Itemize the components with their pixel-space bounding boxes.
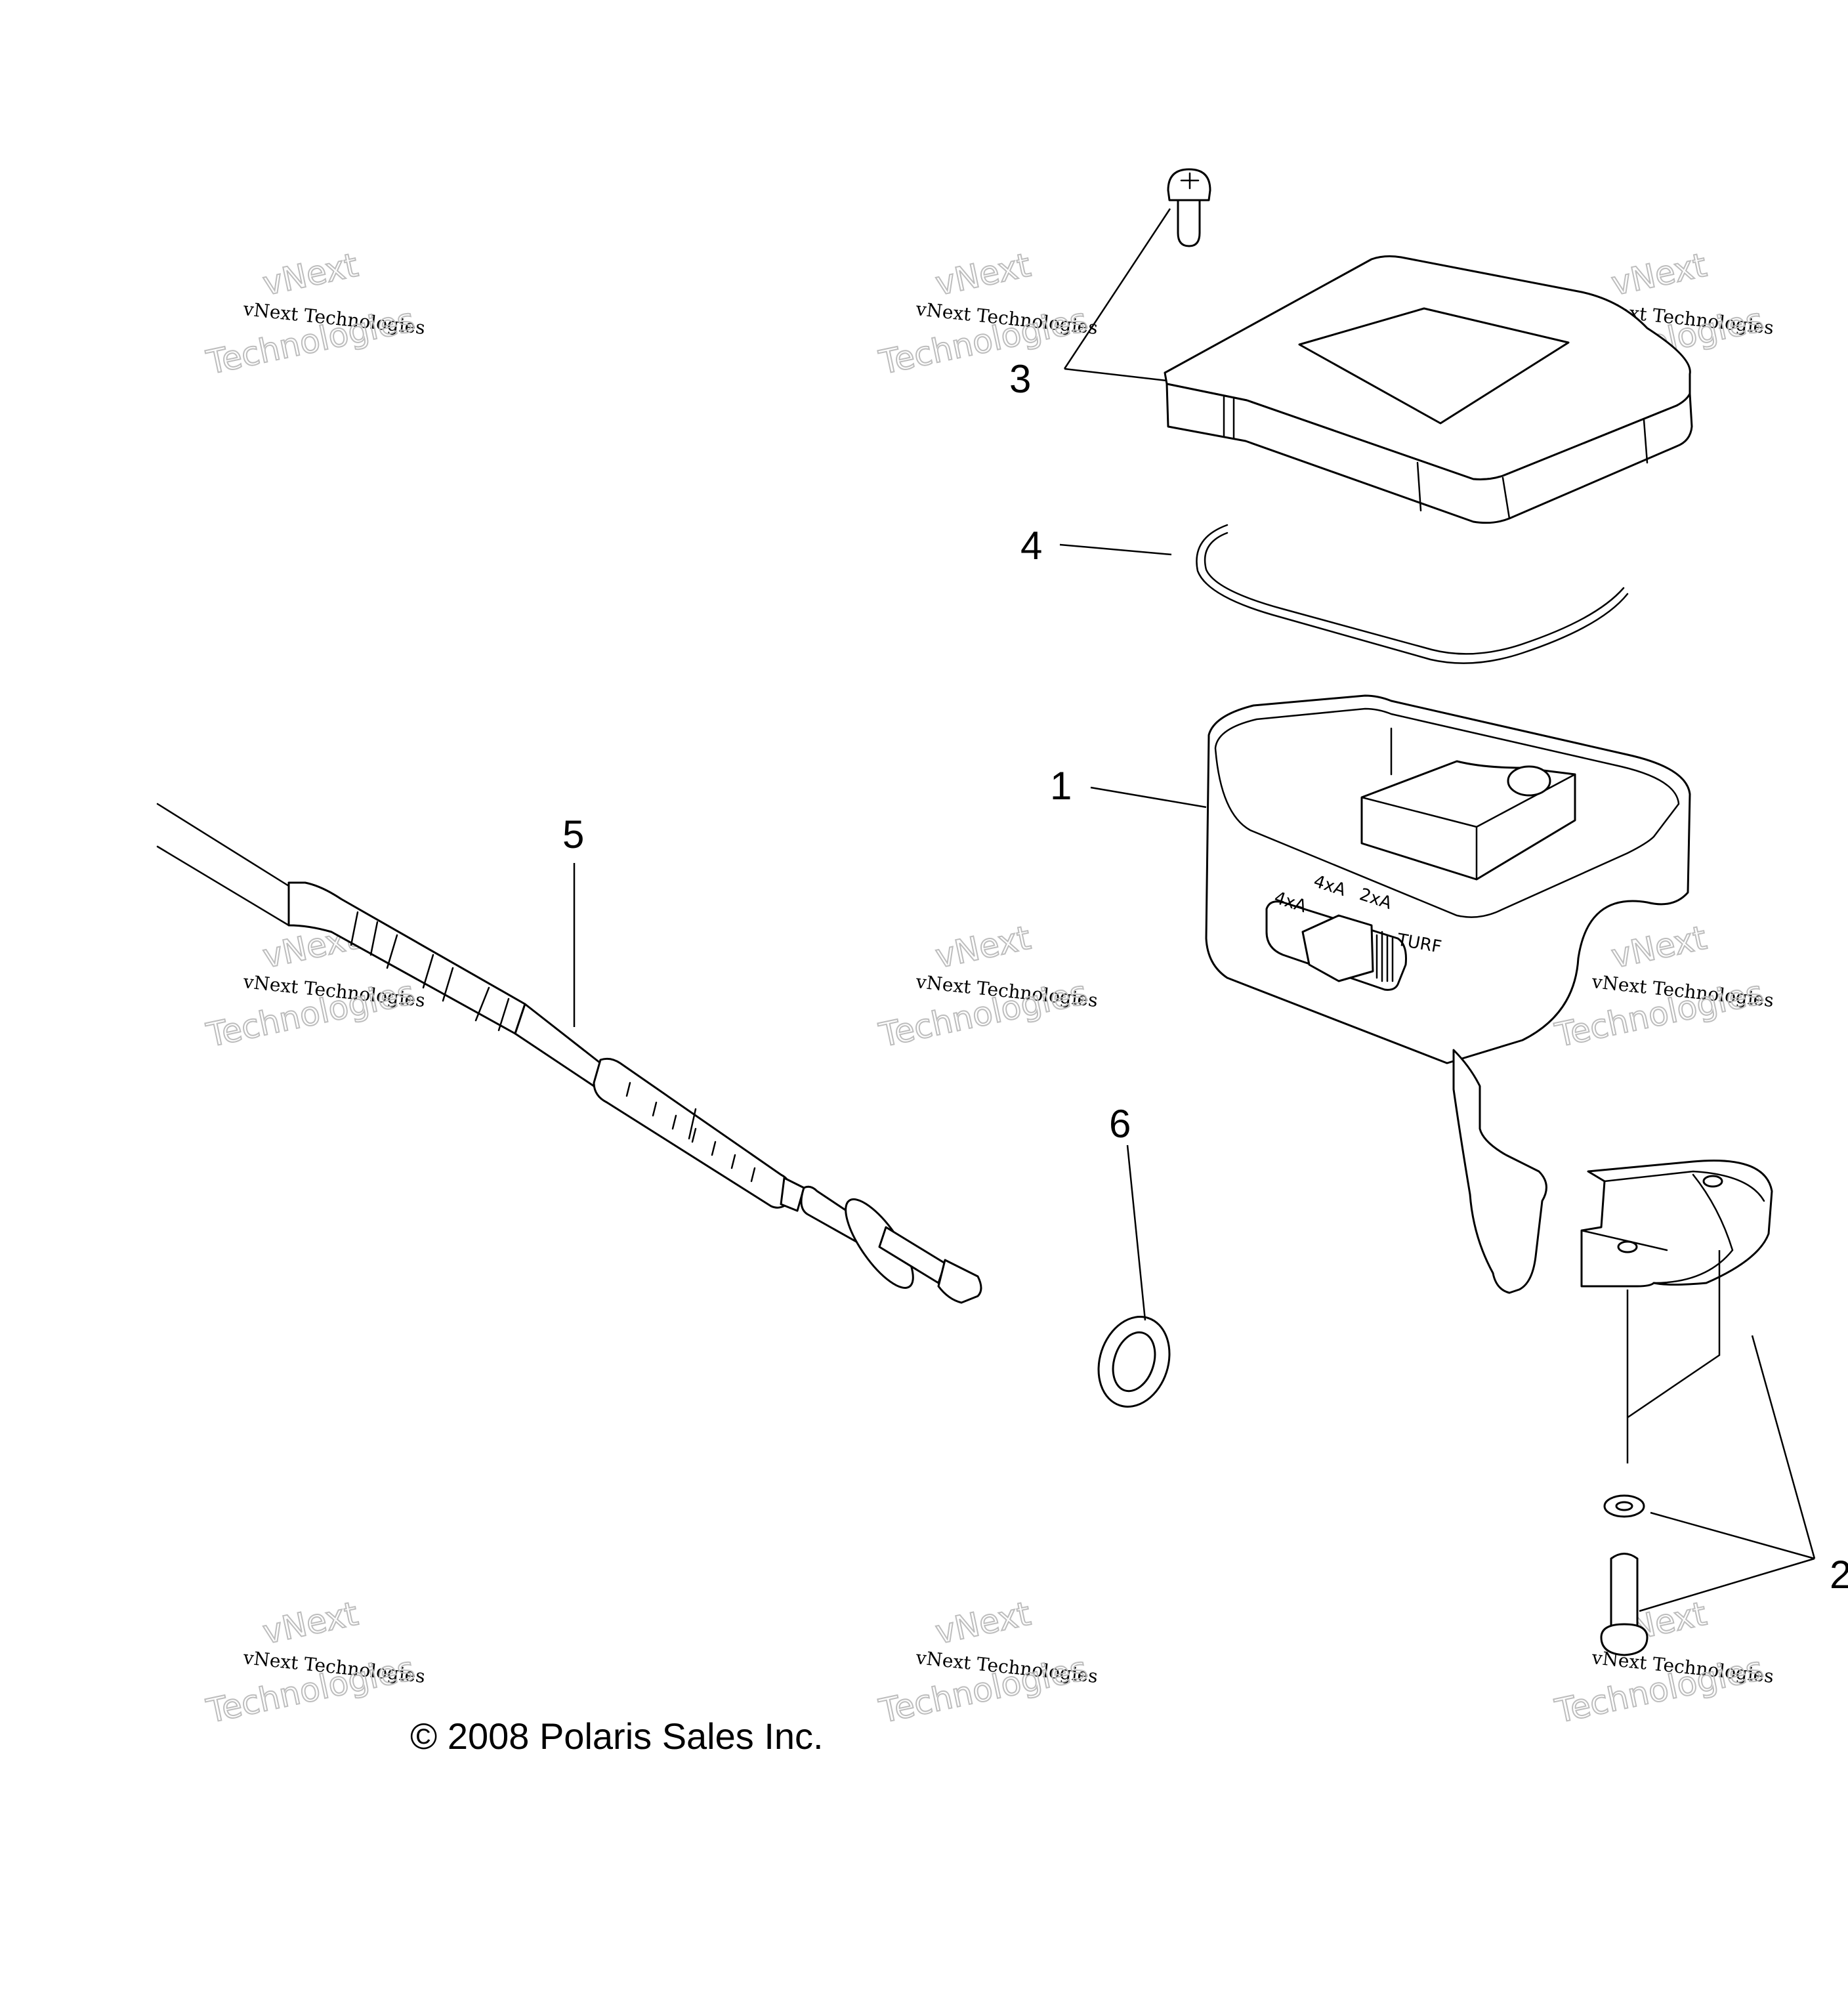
leader-lines [1059, 208, 1207, 808]
watermark: vNext vNext Technologies Technologies [875, 918, 1099, 1055]
callout-5: 5 [562, 812, 584, 856]
watermark-big-1: vNext [259, 246, 361, 303]
watermark-big-1: vNext [1608, 919, 1710, 976]
part-1-switch-housing: 4xA 4xA 2xA TURF [1205, 694, 1691, 1294]
part-6-washer [1097, 1144, 1171, 1408]
watermark: vNext vNext Technologies Technologies [1551, 1594, 1774, 1731]
part-4-seal [1196, 524, 1629, 664]
watermark: vNext vNext Technologies Technologies [202, 1594, 426, 1731]
watermark: vNext vNext Technologies Technologies [1551, 918, 1774, 1055]
callout-4: 4 [1020, 524, 1042, 568]
part-5-cable [156, 803, 982, 1304]
watermark-big-1: vNext [932, 919, 1034, 976]
callout-2: 2 [1830, 1553, 1848, 1597]
callout-numbers: 1 2 3 4 5 6 [562, 357, 1848, 1597]
watermark: vNext vNext Technologies Technologies [875, 1594, 1099, 1731]
copyright-notice: © 2008 Polaris Sales Inc. [410, 1715, 824, 1757]
callout-3: 3 [1009, 357, 1031, 401]
watermark: vNext vNext Technologies Technologies [202, 245, 426, 383]
watermark-big-1: vNext [1608, 246, 1710, 303]
watermark-big-1: vNext [932, 1595, 1034, 1652]
watermark: vNext vNext Technologies Technologies [875, 245, 1099, 383]
part-3-cover [1164, 255, 1693, 524]
part-2-clamp-assembly [1580, 1159, 1816, 1656]
callout-6: 6 [1109, 1102, 1131, 1146]
watermark-big-1: vNext [259, 1595, 361, 1652]
callout-1: 1 [1050, 764, 1072, 808]
watermark-big-1: vNext [932, 246, 1034, 303]
part-3-cover-screw [1167, 168, 1211, 247]
